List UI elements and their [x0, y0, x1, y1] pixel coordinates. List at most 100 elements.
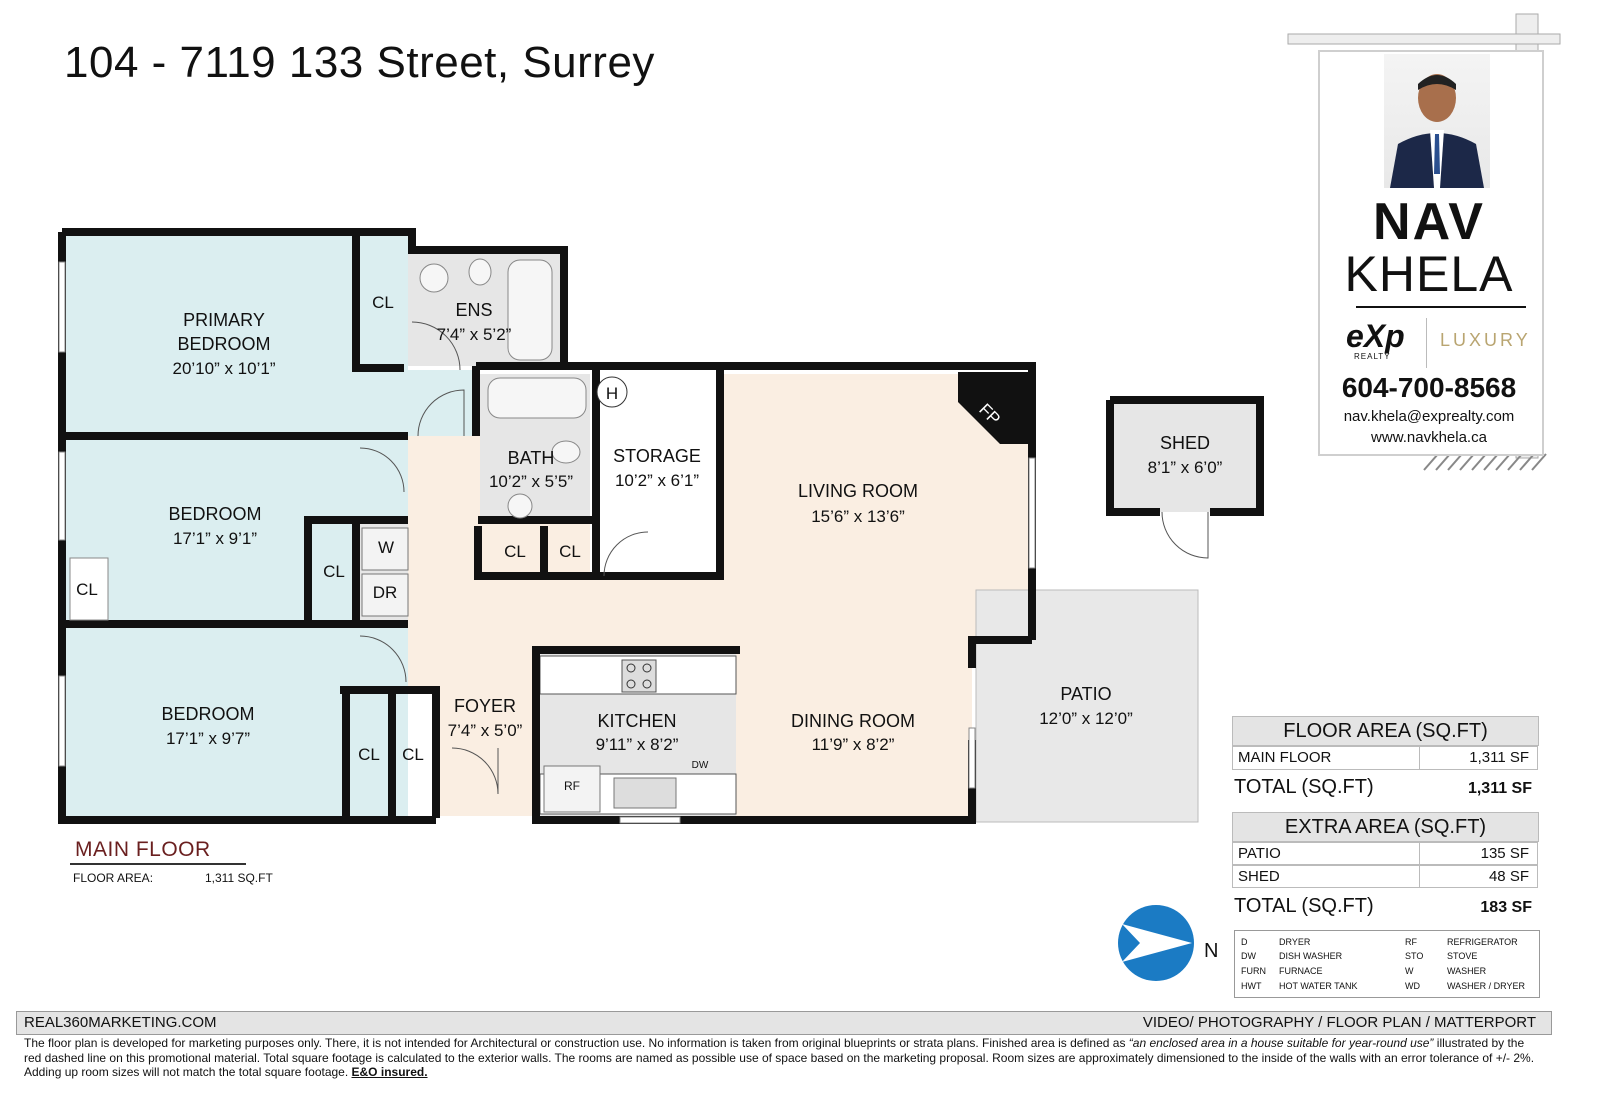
disclaimer-part-2: illustrated by the red dashed line on th…	[24, 1036, 1535, 1079]
floor-area-row-value: 1,311 SF	[1469, 749, 1529, 766]
closet-label-bedroom-3: CL	[358, 745, 380, 764]
closet-label-bedroom-2: CL	[323, 562, 345, 581]
floor-area-total-label: TOTAL (SQ.FT)	[1234, 776, 1374, 798]
legend-code: STO	[1405, 951, 1424, 961]
shed-name: SHED	[1160, 433, 1210, 453]
sign-arm	[1287, 33, 1561, 45]
dining-room-dim: 11’9” x 8’2”	[812, 735, 895, 754]
bath-toilet	[551, 440, 581, 464]
legend-code: RF	[1405, 937, 1417, 947]
foyer-dim: 7’4” x 5’0”	[448, 721, 523, 740]
primary-bedroom-name-1: PRIMARY	[183, 310, 265, 330]
foyer-name: FOYER	[454, 696, 516, 716]
exp-logo: eXp	[1346, 318, 1405, 354]
storage-area	[594, 374, 720, 574]
storage-dim: 10’2” x 6’1”	[615, 471, 699, 490]
kitchen-dim: 9’11” x 8’2”	[596, 735, 679, 754]
extra-area-header: EXTRA AREA (SQ.FT)	[1232, 812, 1539, 842]
bedroom-2-name: BEDROOM	[168, 504, 261, 524]
ens-toilet	[468, 258, 492, 286]
bath-name: BATH	[508, 448, 555, 468]
shed-area	[1110, 400, 1260, 512]
disclaimer-part-1: The floor plan is developed for marketin…	[24, 1036, 1129, 1050]
washer-label: W	[378, 538, 394, 557]
hall-strip	[408, 370, 476, 436]
dishwasher-label: DW	[692, 760, 709, 771]
bedroom-2-dim: 17’1” x 9’1”	[173, 529, 257, 548]
hot-water-tank	[596, 376, 628, 408]
ens-dim: 7’4” x 5’2”	[437, 325, 512, 344]
floor-area-row: MAIN FLOOR 1,311 SF	[1232, 746, 1538, 770]
legend-code: W	[1405, 966, 1414, 976]
brand-name-khela: KHELA	[1344, 246, 1514, 302]
legend-meaning: STOVE	[1447, 951, 1478, 961]
primary-bedroom-dim: 20’10” x 10’1”	[172, 359, 275, 378]
dining-room-name: DINING ROOM	[791, 711, 915, 731]
primary-bedroom-name-2: BEDROOM	[177, 334, 270, 354]
extra-area-row-label: SHED	[1238, 868, 1280, 885]
closet-label-hall-2: CL	[559, 542, 581, 561]
legend-code: WD	[1405, 981, 1420, 991]
main-floor-rule	[70, 863, 246, 865]
floor-area-header: FLOOR AREA (SQ.FT)	[1232, 716, 1539, 746]
legend-code: DW	[1241, 951, 1256, 961]
closet-label-hall-1: CL	[504, 542, 526, 561]
extra-area-row-value: 48 SF	[1488, 868, 1529, 885]
ens-bathtub	[507, 259, 553, 361]
legend-code: HWT	[1241, 981, 1262, 991]
north-compass-icon	[1118, 905, 1194, 981]
extra-area-total-label: TOTAL (SQ.FT)	[1234, 895, 1374, 917]
patio-area	[975, 589, 1199, 823]
ens-name: ENS	[455, 300, 492, 320]
legend-meaning: WASHER / DRYER	[1447, 981, 1526, 991]
extra-area-row-label: PATIO	[1238, 845, 1281, 862]
footer-bar	[16, 1011, 1552, 1035]
bedroom-3-area	[66, 626, 408, 816]
dryer-label: DR	[373, 583, 398, 602]
legend-meaning: DRYER	[1279, 937, 1311, 947]
agent-phone[interactable]: 604-700-8568	[1341, 372, 1517, 403]
floor-area-total-value: 1,311 SF	[1467, 780, 1532, 797]
floor-area-row-label: MAIN FLOOR	[1238, 749, 1332, 766]
living-room-name: LIVING ROOM	[798, 481, 918, 501]
brand-name-nav: NAV	[1373, 193, 1485, 251]
sign-divider	[1356, 306, 1526, 308]
legend-meaning: WASHER	[1447, 966, 1487, 976]
closet-label-foyer: CL	[402, 745, 424, 764]
living-room-dim: 15’6” x 13’6”	[811, 507, 905, 526]
bath-dim: 10’2” x 5’5”	[489, 472, 573, 491]
bedroom-3-dim: 17’1” x 9’7”	[166, 729, 250, 748]
exp-realty-label: REALTY	[1354, 352, 1391, 361]
shed-dim: 8’1” x 6’0”	[1148, 458, 1223, 477]
property-address-title: 104 - 7119 133 Street, Surrey	[64, 38, 655, 87]
ens-sink	[419, 263, 449, 293]
kitchen-name: KITCHEN	[597, 711, 676, 731]
bedroom-3-name: BEDROOM	[161, 704, 254, 724]
legend-meaning: REFRIGERATOR	[1447, 937, 1518, 947]
north-label: N	[1204, 940, 1219, 962]
sign-vertical-divider	[1426, 318, 1427, 368]
agent-website[interactable]: www.navkhela.ca	[1371, 429, 1487, 446]
disclaimer-bold: E&O insured.	[351, 1065, 428, 1079]
extra-area-row: SHED 48 SF	[1232, 865, 1538, 888]
legend-meaning: DISH WASHER	[1279, 951, 1343, 961]
outer-wall-bottom	[58, 232, 436, 824]
extra-area-row: PATIO 135 SF	[1232, 842, 1538, 865]
bedroom-2-area	[66, 440, 408, 622]
primary-bedroom-area	[66, 236, 408, 436]
main-floor-area-value: 1,311 SQ.FT	[205, 871, 273, 885]
outer-wall-west	[62, 228, 416, 250]
bath-sink	[507, 493, 533, 519]
extra-area-row-value: 135 SF	[1480, 845, 1529, 862]
fridge-label: RF	[564, 779, 580, 793]
legend-code: D	[1241, 937, 1248, 947]
main-floor-title: MAIN FLOOR	[75, 838, 211, 861]
patio-name: PATIO	[1060, 684, 1111, 704]
legend-meaning: FURNACE	[1279, 966, 1323, 976]
footer-website[interactable]: REAL360MARKETING.COM	[24, 1014, 217, 1031]
closet-label-bedroom-2-west: CL	[76, 580, 98, 599]
disclaimer-text: The floor plan is developed for marketin…	[24, 1036, 1544, 1080]
legend-meaning: HOT WATER TANK	[1279, 981, 1358, 991]
agent-email[interactable]: nav.khela@exprealty.com	[1343, 408, 1515, 425]
